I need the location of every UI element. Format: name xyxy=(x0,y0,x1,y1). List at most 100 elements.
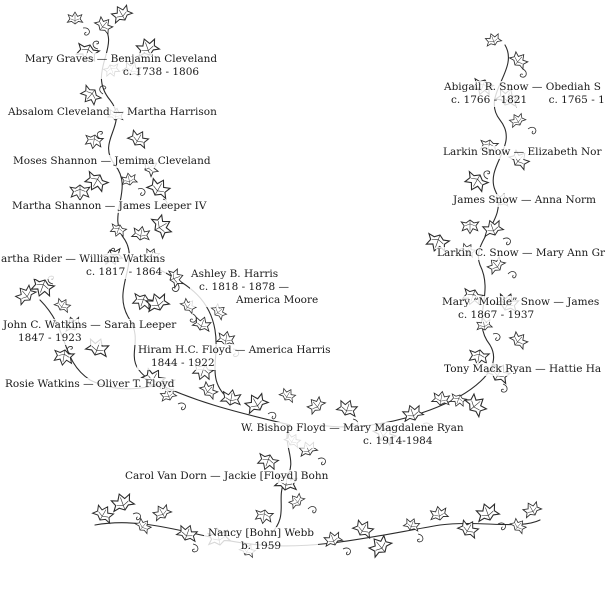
ivy-leaf-icon xyxy=(109,223,128,237)
couple-moses-shannon-jemima-cleveland: Moses Shannon — Jemima Cleveland xyxy=(12,155,212,168)
leaf-vein xyxy=(124,175,134,186)
leaf-vein xyxy=(89,134,99,146)
couple-bishop-floyd-mary-ryan: W. Bishop Floyd — Mary Magdalene Ryan c.… xyxy=(240,422,465,448)
dates-right: c. 1765 - 1 xyxy=(548,94,605,106)
ivy-leaf-icon xyxy=(120,172,139,186)
ivy-leaf-icon xyxy=(145,292,171,313)
couple-mollie-snow-james: Mary “Mollie” Snow — James c. 1867 - 193… xyxy=(441,296,601,322)
tendril-curl xyxy=(99,85,107,95)
person-dates: c. 1818 - 1878 — xyxy=(199,281,290,293)
couple-names: John C. Watkins — Sarah Leeper xyxy=(3,319,177,331)
ivy-leaf-icon xyxy=(130,225,151,241)
leaf-vein xyxy=(133,134,144,146)
tendril-curl xyxy=(137,188,146,196)
couple-dates: c. 1867 - 1937 xyxy=(458,309,535,321)
ivy-leaf-icon xyxy=(84,134,105,150)
ivy-leaf-icon xyxy=(449,393,468,407)
ivy-leaf-icon xyxy=(425,232,451,253)
leaf-vein xyxy=(454,394,463,404)
leaf-vein xyxy=(151,297,164,311)
leaf-vein xyxy=(479,320,489,331)
tendril-curl xyxy=(192,543,199,553)
ivy-leaf-icon xyxy=(278,387,297,404)
person-name: Ashley B. Harris xyxy=(191,268,279,280)
tendril-curl xyxy=(132,512,141,521)
leaf-vein xyxy=(489,36,498,46)
leaf-vein xyxy=(487,223,499,236)
couple-dates: c. 1914-1984 xyxy=(363,435,433,447)
couple-names: Mary Graves — Benjamin Cleveland xyxy=(24,53,218,65)
couple-james-snow-anna: James Snow — Anna Norm xyxy=(452,194,597,207)
couple-mary-graves-benjamin-cleveland: Mary Graves — Benjamin Cleveland c. 1738… xyxy=(17,53,225,79)
leaf-vein xyxy=(312,401,321,411)
ivy-leaf-icon xyxy=(256,452,280,471)
vine-stem-middle xyxy=(159,269,231,401)
leaf-vein xyxy=(164,391,173,401)
tendril-curl xyxy=(317,457,326,466)
leaf-vein xyxy=(262,454,274,467)
tendril-curl xyxy=(82,27,90,36)
leaf-vein xyxy=(436,394,446,406)
leaf-vein xyxy=(157,508,167,519)
leaf-vein xyxy=(181,528,193,541)
tendril-curl xyxy=(502,237,511,246)
leaf-vein xyxy=(514,336,523,346)
ivy-leaf-icon xyxy=(475,502,501,523)
couple-tony-ryan-hattie: Tony Mack Ryan — Hattie Ha xyxy=(443,363,603,376)
ivy-leaf-icon xyxy=(145,177,172,200)
tendril-curl xyxy=(342,547,351,556)
leaf-vein xyxy=(358,524,369,536)
couple-dates-row: c. 1766 - 1821 c. 1765 - 1 xyxy=(444,94,605,107)
tendril-curl xyxy=(171,283,180,292)
tendril-curl xyxy=(92,40,99,50)
tendril-curl xyxy=(189,313,197,323)
ivy-leaf-icon xyxy=(219,389,242,406)
couple-martha-shannon-james-leeper: Martha Shannon — James Leeper IV xyxy=(11,200,208,213)
couple-rider-william-watkins: artha Rider — William Watkins c. 1817 - … xyxy=(0,253,167,279)
leaf-vein xyxy=(214,308,223,316)
leaf-vein xyxy=(431,234,444,248)
couple-hiram-floyd-america-harris: Hiram H.C. Floyd — America Harris 1844 -… xyxy=(137,344,332,370)
leaf-vein xyxy=(283,391,292,401)
couple-names: artha Rider — William Watkins xyxy=(1,253,166,265)
leaf-vein xyxy=(204,386,213,396)
tendril-curl xyxy=(483,170,491,180)
couple-rosie-watkins-oliver-floyd: Rosie Watkins — Oliver T. Floyd xyxy=(4,378,176,391)
leaf-vein xyxy=(514,56,523,66)
leaf-vein xyxy=(481,507,494,521)
leaf-vein xyxy=(251,398,262,411)
leaf-vein xyxy=(58,301,67,311)
leaf-vein xyxy=(492,261,501,271)
leaf-vein xyxy=(465,220,475,231)
ivy-leaf-icon xyxy=(521,500,543,519)
leaf-vein xyxy=(469,400,481,411)
tendril-curl xyxy=(96,131,104,140)
couple-dates: 1847 - 1923 xyxy=(18,332,82,344)
couple-names: Mary “Mollie” Snow — James xyxy=(442,296,600,308)
couple-abigail-snow-obediah: Abigail R. Snow — Obediah S c. 1766 - 18… xyxy=(443,81,606,107)
ivy-leaf-icon xyxy=(53,297,72,314)
leaf-vein xyxy=(154,221,167,232)
leaf-vein xyxy=(527,505,537,516)
ivy-vine-decoration xyxy=(14,4,543,559)
couple-names: W. Bishop Floyd — Mary Magdalene Ryan xyxy=(241,422,464,434)
ivy-leaf-icon xyxy=(110,492,136,513)
leaf-vein xyxy=(99,21,108,31)
tendril-curl xyxy=(507,271,517,279)
spouse-name: America Moore xyxy=(236,294,319,306)
tendril-curl xyxy=(500,383,508,393)
leaf-vein xyxy=(471,174,482,187)
leaf-vein xyxy=(169,273,181,283)
leaf-vein xyxy=(21,290,31,301)
leaf-vein xyxy=(514,522,522,531)
leaf-vein xyxy=(197,319,207,331)
ivy-leaf-icon xyxy=(175,524,199,543)
couple-larkin-c-snow-mary-ann: Larkin C. Snow — Mary Ann Gr xyxy=(436,247,606,260)
ivy-leaf-icon xyxy=(429,505,450,521)
leaf-vein xyxy=(139,522,147,531)
ivy-leaf-icon xyxy=(401,404,425,423)
leaf-vein xyxy=(74,185,86,197)
leaf-vein xyxy=(328,534,338,546)
ivy-leaf-icon xyxy=(126,129,150,150)
ivy-leaf-icon xyxy=(83,170,110,193)
